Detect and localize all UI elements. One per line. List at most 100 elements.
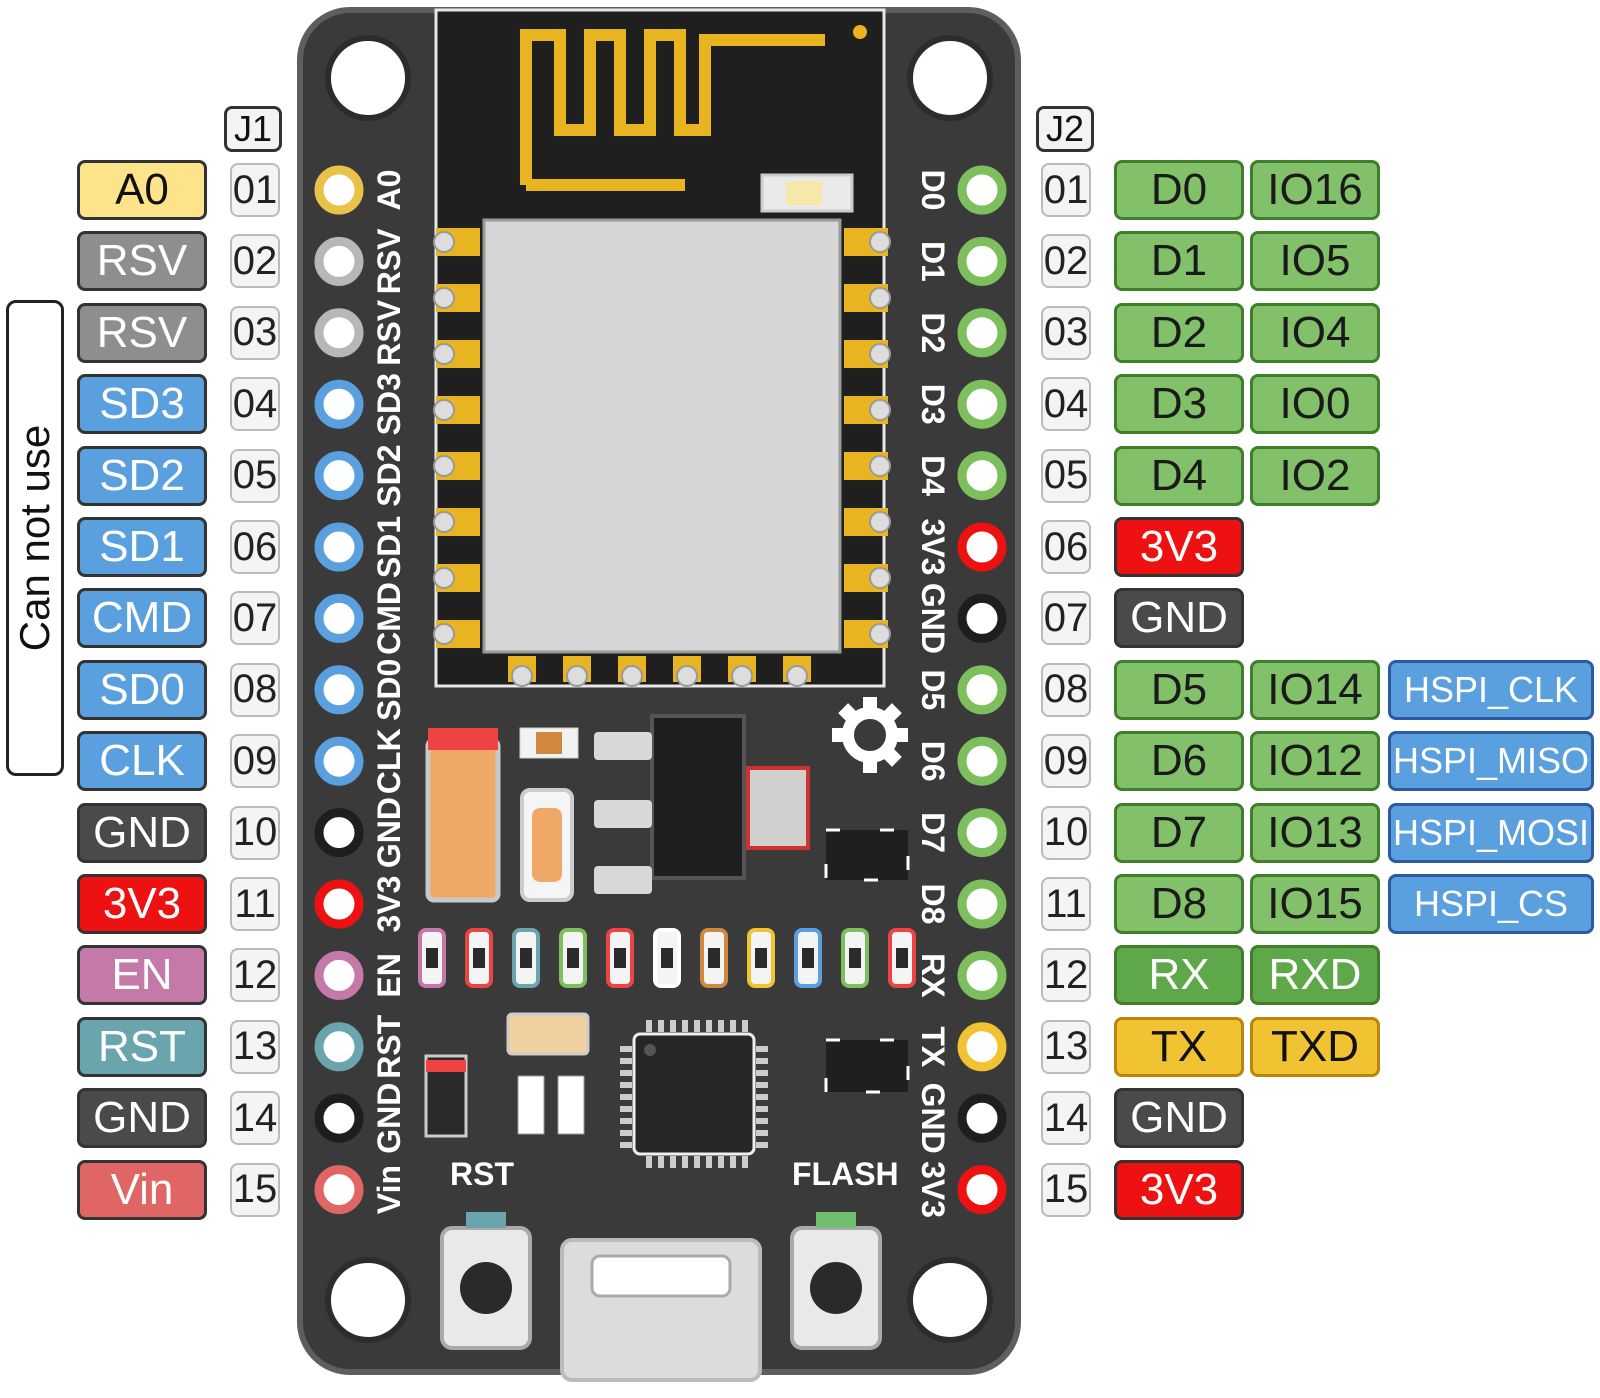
cannot-use-note: Can not use xyxy=(6,300,64,776)
left-silk-label: SD1 xyxy=(371,516,407,578)
right-pin-label: D3 xyxy=(1114,374,1244,435)
right-pin-label: D0 xyxy=(1114,160,1244,220)
left-pin-pad xyxy=(314,236,364,286)
left-pin-label: CLK xyxy=(77,731,207,792)
right-pin-label: IO2 xyxy=(1250,445,1380,506)
left-silk-label: A0 xyxy=(371,170,407,211)
left-pin-number: 08 xyxy=(230,662,280,717)
left-pin-label: RSV xyxy=(77,231,207,292)
right-pin-number: 03 xyxy=(1041,305,1091,360)
left-pin-pad xyxy=(314,593,364,643)
right-pin-label: HSPI_CS xyxy=(1388,874,1594,934)
right-pin-pad xyxy=(957,379,1007,429)
right-pin-label: GND xyxy=(1114,588,1244,649)
left-pin-label: GND xyxy=(77,802,207,863)
flash-label: FLASH xyxy=(792,1156,899,1192)
right-pin-pad xyxy=(957,308,1007,358)
right-pin-label: HSPI_MOSI xyxy=(1388,802,1594,863)
right-pin-label: IO5 xyxy=(1250,231,1380,292)
right-pin-pad xyxy=(957,950,1007,1000)
right-pin-number: 11 xyxy=(1041,877,1091,931)
cannot-use-label: Can not use xyxy=(11,424,58,652)
right-pin-pad xyxy=(957,1165,1007,1215)
right-pin-label: IO15 xyxy=(1250,874,1380,934)
transistor-bottom xyxy=(824,1038,910,1094)
right-pin-number: 14 xyxy=(1041,1091,1091,1146)
rst-label: RST xyxy=(450,1156,514,1192)
usb-uart-chip xyxy=(632,1032,756,1156)
right-pin-label: D1 xyxy=(1114,231,1244,292)
right-pin-label: TXD xyxy=(1250,1016,1380,1077)
right-pin-label: IO0 xyxy=(1250,374,1380,435)
right-pin-pad xyxy=(957,736,1007,786)
header-j2: J2 xyxy=(1036,106,1094,152)
right-silk-label: D8 xyxy=(915,884,951,925)
right-pin-pad xyxy=(957,593,1007,643)
left-pin-label: SD3 xyxy=(77,374,207,435)
left-pin-label: A0 xyxy=(77,160,207,220)
right-pin-label: D2 xyxy=(1114,302,1244,363)
right-pin-number: 01 xyxy=(1041,163,1091,217)
right-silk-label: D7 xyxy=(915,812,951,853)
right-pin-number: 02 xyxy=(1041,234,1091,289)
left-pin-number: 14 xyxy=(230,1091,280,1146)
right-pin-number: 12 xyxy=(1041,948,1091,1003)
left-pin-number: 15 xyxy=(230,1162,280,1217)
right-pin-pad xyxy=(957,1022,1007,1072)
left-silk-label: Vin xyxy=(371,1165,407,1214)
left-pin-pad xyxy=(314,736,364,786)
right-silk-label: D6 xyxy=(915,741,951,782)
module-shield xyxy=(482,218,842,654)
right-pin-number: 15 xyxy=(1041,1162,1091,1217)
left-silk-label: SD2 xyxy=(371,444,407,506)
left-pin-label: GND xyxy=(77,1088,207,1149)
left-pin-label: SD2 xyxy=(77,445,207,506)
left-pin-label: SD1 xyxy=(77,517,207,577)
right-pin-pad xyxy=(957,808,1007,858)
right-pin-label: IO13 xyxy=(1250,802,1380,863)
left-pin-pad xyxy=(314,1093,364,1143)
right-silk-label: D0 xyxy=(915,170,951,211)
left-pin-number: 01 xyxy=(230,163,280,217)
right-pin-number: 08 xyxy=(1041,662,1091,717)
right-silk-label: TX xyxy=(915,1026,951,1068)
left-pin-number: 07 xyxy=(230,591,280,646)
left-silk-label: GND xyxy=(371,1083,407,1154)
right-pin-label: RX xyxy=(1114,945,1244,1006)
right-silk-label: 3V3 xyxy=(915,1161,951,1218)
gear-logo xyxy=(832,697,908,773)
right-pin-label: 3V3 xyxy=(1114,1159,1244,1220)
right-pin-number: 06 xyxy=(1041,520,1091,574)
left-silk-label: SD0 xyxy=(371,659,407,721)
left-pin-number: 02 xyxy=(230,234,280,289)
left-silk-label: RSV xyxy=(371,228,407,294)
left-pin-number: 13 xyxy=(230,1019,280,1074)
left-silk-label: CLK xyxy=(371,728,407,794)
mount-hole-tr xyxy=(907,35,993,121)
right-silk-label: GND xyxy=(915,1083,951,1154)
right-pin-label: D6 xyxy=(1114,731,1244,792)
left-pin-pad xyxy=(314,308,364,358)
left-pin-pad xyxy=(314,1022,364,1072)
right-pin-pad xyxy=(957,522,1007,572)
right-silk-label: GND xyxy=(915,583,951,654)
right-pin-pad xyxy=(957,879,1007,929)
right-pin-number: 13 xyxy=(1041,1019,1091,1074)
left-pin-number: 09 xyxy=(230,734,280,789)
left-pin-pad xyxy=(314,1165,364,1215)
left-pin-pad xyxy=(314,451,364,501)
left-pin-number: 12 xyxy=(230,948,280,1003)
right-pin-label: TX xyxy=(1114,1016,1244,1077)
left-silk-label: 3V3 xyxy=(371,876,407,933)
left-pin-pad xyxy=(314,522,364,572)
right-silk-label: D1 xyxy=(915,241,951,282)
left-pin-label: RSV xyxy=(77,302,207,363)
mount-hole-tl xyxy=(325,35,411,121)
left-pin-number: 05 xyxy=(230,448,280,503)
right-silk-label: D2 xyxy=(915,312,951,353)
right-pin-number: 04 xyxy=(1041,377,1091,432)
right-pin-label: D4 xyxy=(1114,445,1244,506)
left-pin-pad xyxy=(314,950,364,1000)
right-pin-label: HSPI_MISO xyxy=(1388,731,1594,792)
right-pin-number: 10 xyxy=(1041,805,1091,860)
